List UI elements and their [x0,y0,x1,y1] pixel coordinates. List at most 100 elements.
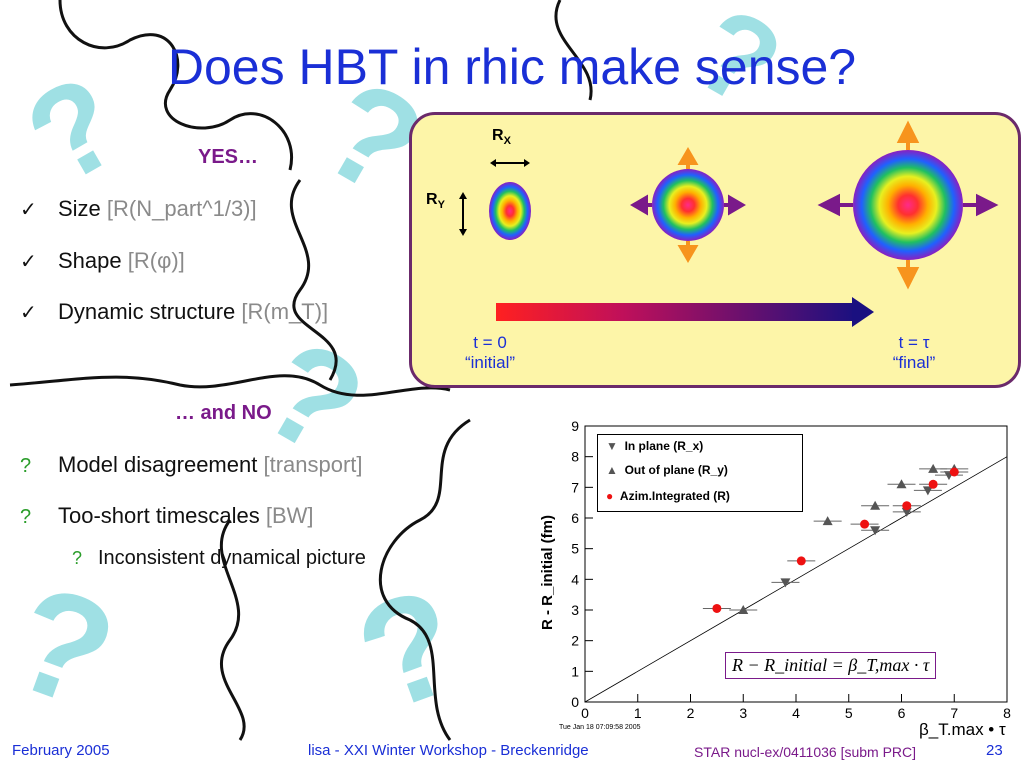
y-tick-label: 7 [571,479,579,495]
rx-label: RX [492,127,511,148]
x-tick-label: 1 [634,705,642,721]
data-point-out-of-plane [738,605,749,614]
yes-item-shape: ✓ Shape [R(φ)] [20,248,185,274]
fit-line [584,456,1008,703]
yes-item-label: Dynamic structure [58,299,236,324]
x-tick-label: 4 [792,705,800,721]
data-point-in-plane [901,507,912,517]
x-tick-label: 6 [898,705,906,721]
question-mark-decoration: ? [337,554,481,743]
data-point-out-of-plane [822,516,833,526]
question-bullet-icon: ? [20,506,32,528]
slide-title: Does HBT in rhic make sense? [167,39,857,95]
legend-item: ▲ Out of plane (R_y) [606,463,728,477]
triangle-down-marker-icon: ▼ [606,439,618,453]
yes-item-note: [R(φ)] [127,248,185,273]
no-item-label: Model disagreement [58,452,258,477]
data-point-in-plane [870,526,881,536]
data-point-out-of-plane [896,479,907,489]
plot-y-axis-label: R - R_initial (fm) [539,515,556,630]
expansion-arrows-icon [896,120,920,290]
data-point-out-of-plane [870,500,881,510]
data-point-azim-integrated [928,479,938,489]
time-arrow-bar [496,303,856,321]
initial-source-ellipse [489,182,531,240]
t-final-label: t = τ“final” [892,333,936,372]
y-tick-label: 6 [571,510,579,526]
plot-timestamp: Tue Jan 18 07:09:58 2005 [559,724,641,731]
no-heading: … and NO [175,402,272,424]
y-tick-label: 2 [571,633,579,649]
question-bullet-icon: ? [20,455,32,477]
data-point-azim-integrated [860,519,870,529]
ry-label: RY [426,191,445,212]
legend-item: ● Azim.Integrated (R) [606,489,730,503]
expansion-diagram-panel: RX RY t = 0“initial” t = τ“final” [409,112,1021,388]
y-tick-label: 9 [571,418,579,434]
puzzle-outline [554,0,593,101]
puzzle-outline [9,374,451,397]
y-tick-label: 1 [571,663,579,679]
plot-legend: ▼ In plane (R_x) ▲ Out of plane (R_y) ● … [597,434,803,512]
expansion-arrows-icon [817,193,999,217]
plot-x-axis-label: β_T.max • τ [919,720,1006,739]
yes-item-size: ✓ Size [R(N_part^1/3)] [20,196,257,222]
checkmark-icon: ✓ [20,302,37,324]
yes-item-label: Shape [58,248,122,273]
no-subitem-label: Inconsistent dynamical picture [98,547,366,569]
expansion-arrows-icon [677,147,699,263]
question-mark-decoration: ? [0,551,135,740]
expansion-arrows-icon [630,194,746,216]
footer-venue: lisa - XXI Winter Workshop - Breckenridg… [308,742,589,759]
data-point-azim-integrated [902,501,912,511]
puzzle-outline [379,418,471,741]
data-point-in-plane [780,578,791,588]
yes-item-note: [R(N_part^1/3)] [106,196,257,221]
y-tick-label: 8 [571,449,579,465]
puzzle-outline [219,519,246,741]
y-tick-label: 5 [571,541,579,557]
circle-marker-icon: ● [606,489,614,503]
no-item-note: [BW] [265,503,314,528]
legend-item: ▼ In plane (R_x) [606,439,704,453]
x-tick-label: 3 [739,705,747,721]
checkmark-icon: ✓ [20,199,37,221]
time-arrow-head-icon [852,297,874,327]
question-bullet-icon: ? [72,548,83,568]
data-point-azim-integrated [796,556,806,566]
data-point-out-of-plane [928,463,939,473]
final-source-circle [853,150,963,260]
no-item-timescales: ? Too-short timescales [BW] [20,503,314,529]
x-tick-label: 2 [687,705,695,721]
yes-item-dynamic: ✓ Dynamic structure [R(m_T)] [20,299,328,325]
yes-item-note: [R(m_T)] [241,299,329,324]
expansion-diagram [459,120,999,327]
fit-formula: R − R_initial = β_T,max · τ [725,652,937,679]
x-tick-label: 0 [581,705,589,721]
triangle-up-marker-icon: ▲ [606,463,618,477]
footer-reference: STAR nucl-ex/0411036 [subm PRC] [694,744,917,760]
y-tick-label: 3 [571,602,579,618]
x-tick-label: 8 [1003,705,1011,721]
puzzle-outline [58,0,293,171]
yes-item-label: Size [58,196,101,221]
checkmark-icon: ✓ [20,251,37,273]
data-point-in-plane [922,486,933,496]
data-point-azim-integrated [949,467,959,477]
no-subitem: ? Inconsistent dynamical picture [72,547,366,570]
puzzle-outline [289,179,338,381]
x-tick-label: 7 [950,705,958,721]
page-number: 23 [986,742,1003,759]
no-item-label: Too-short timescales [58,503,260,528]
y-tick-label: 4 [571,571,579,587]
t-initial-label: t = 0“initial” [464,333,516,372]
yes-heading: YES… [198,146,259,168]
y-tick-label: 0 [571,694,579,710]
intermediate-source-circle [652,169,724,241]
no-item-model: ? Model disagreement [transport] [20,452,363,478]
no-item-note: [transport] [263,452,363,477]
data-point-azim-integrated [712,603,722,613]
footer-date: February 2005 [12,742,110,759]
